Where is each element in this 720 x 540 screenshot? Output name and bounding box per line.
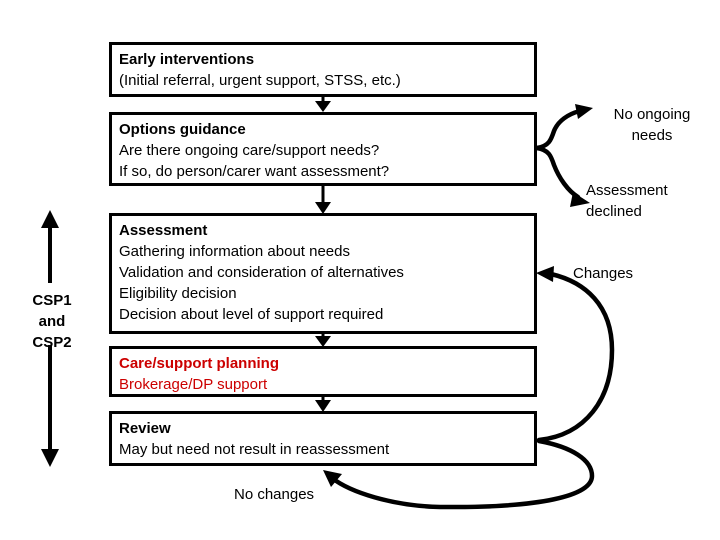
box-options-guidance-line-2: If so, do person/carer want assessment? [119, 163, 390, 180]
box-options-guidance-line-1: Are there ongoing care/support needs? [119, 142, 380, 159]
label-csp-span-line-3: CSP2 [32, 334, 72, 351]
label-no-changes-line-1: No changes [234, 486, 315, 503]
box-assessment-heading: Assessment [119, 222, 208, 239]
label-no-ongoing-needs-line-1: No ongoing [613, 106, 691, 123]
changes-loop-arrow [536, 266, 615, 443]
box-care-support-planning-heading: Care/support planning [119, 355, 280, 372]
label-assessment-declined-line-1: Assessment [586, 182, 668, 199]
box-assessment-line-3: Eligibility decision [119, 285, 237, 302]
box-options-guidance[interactable]: Options guidance Are there ongoing care/… [109, 112, 537, 186]
box-care-support-planning[interactable]: Care/support planning Brokerage/DP suppo… [109, 346, 537, 397]
box-assessment-line-1: Gathering information about needs [119, 243, 350, 260]
connector-assessment-to-planning [315, 333, 331, 347]
label-csp-span: CSP1 and CSP2 [12, 290, 92, 353]
label-changes-line-1: Changes [573, 265, 634, 282]
label-no-ongoing-needs-line-2: needs [631, 127, 673, 144]
connector-early-to-options [315, 96, 331, 112]
box-early-interventions[interactable]: Early interventions (Initial referral, u… [109, 42, 537, 97]
box-assessment-line-4: Decision about level of support required [119, 306, 384, 323]
box-review-heading: Review [119, 420, 171, 437]
box-early-interventions-line-1: (Initial referral, urgent support, STSS,… [119, 72, 401, 89]
connector-planning-to-review [315, 396, 331, 412]
label-changes: Changes [573, 263, 683, 284]
label-no-ongoing-needs: No ongoing needs [592, 104, 712, 146]
label-assessment-declined: Assessment declined [586, 180, 716, 222]
label-no-changes: No changes [234, 484, 374, 505]
box-review[interactable]: Review May but need not result in reasse… [109, 411, 537, 466]
box-assessment[interactable]: Assessment Gathering information about n… [109, 213, 537, 334]
label-assessment-declined-line-2: declined [586, 203, 642, 220]
box-care-support-planning-line-1: Brokerage/DP support [119, 376, 268, 393]
box-review-line-1: May but need not result in reassessment [119, 441, 390, 458]
box-options-guidance-heading: Options guidance [119, 121, 246, 138]
label-csp-span-line-1: CSP1 [32, 292, 72, 309]
box-early-interventions-heading: Early interventions [119, 51, 255, 68]
label-csp-span-line-2: and [38, 313, 66, 330]
branch-arrow-options-outcomes [534, 104, 593, 207]
box-assessment-line-2: Validation and consideration of alternat… [119, 264, 404, 281]
connector-options-to-assessment [315, 185, 331, 214]
